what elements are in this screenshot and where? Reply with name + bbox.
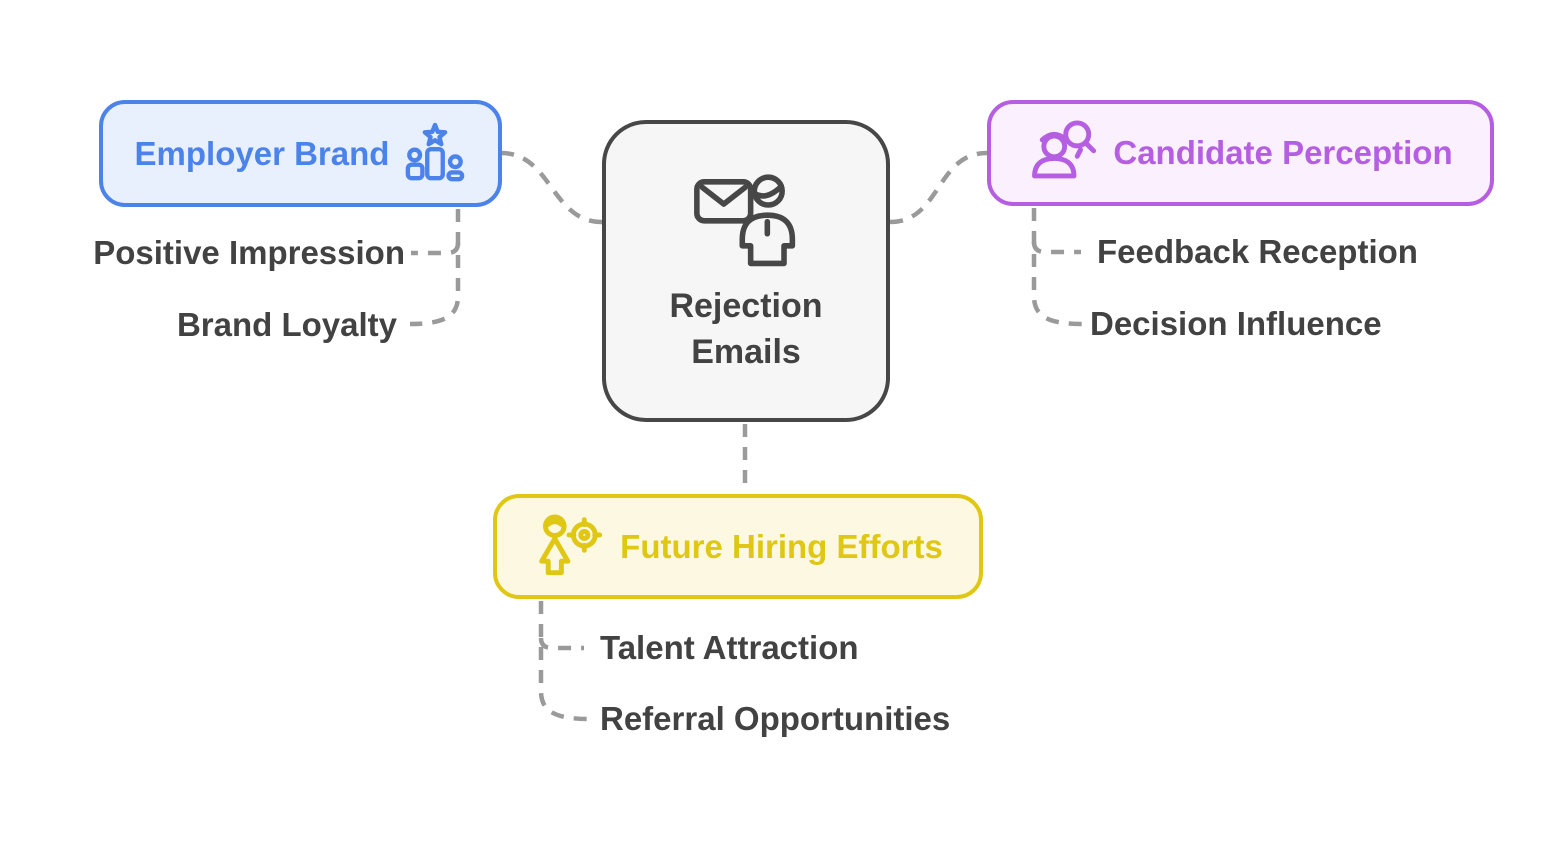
child-label-brand-loyalty[interactable]: Brand Loyalty [176,306,397,343]
connector-employer-trunk [409,209,461,327]
connector-center-to-candidate [889,150,988,225]
person-magnifier-icon [1032,120,1097,179]
branch-label-candidate-perception: Candidate Perception [1113,134,1453,171]
child-label-positive-impression[interactable]: Positive Impression [93,234,405,271]
connector-candidate-trunk [1031,208,1083,327]
podium-star-icon [406,122,465,181]
connector-candidate-branch [1031,241,1081,255]
node-future-hiring-efforts[interactable]: Future Hiring Efforts [493,494,983,599]
connector-employer-branch [411,242,461,256]
child-label-decision-influence[interactable]: Decision Influence [1090,305,1382,342]
child-label-referral-opportunities[interactable]: Referral Opportunities [600,700,951,737]
branch-label-employer-brand: Employer Brand [134,134,390,172]
child-label-talent-attraction[interactable]: Talent Attraction [600,629,859,666]
node-candidate-perception[interactable]: Candidate Perception [987,100,1494,206]
person-target-icon [539,513,603,575]
node-employer-brand[interactable]: Employer Brand [99,100,502,207]
connector-employer-to-center [500,150,603,225]
child-label-feedback-reception[interactable]: Feedback Reception [1097,233,1418,270]
center-node-label: Rejection Emails [669,287,823,371]
branch-label-future-hiring-efforts: Future Hiring Efforts [620,527,943,565]
connector-future-branch [538,637,584,651]
node-rejection-emails[interactable]: Rejection Emails [602,120,890,422]
email-person-icon [694,174,796,267]
connector-future-trunk [538,601,590,722]
